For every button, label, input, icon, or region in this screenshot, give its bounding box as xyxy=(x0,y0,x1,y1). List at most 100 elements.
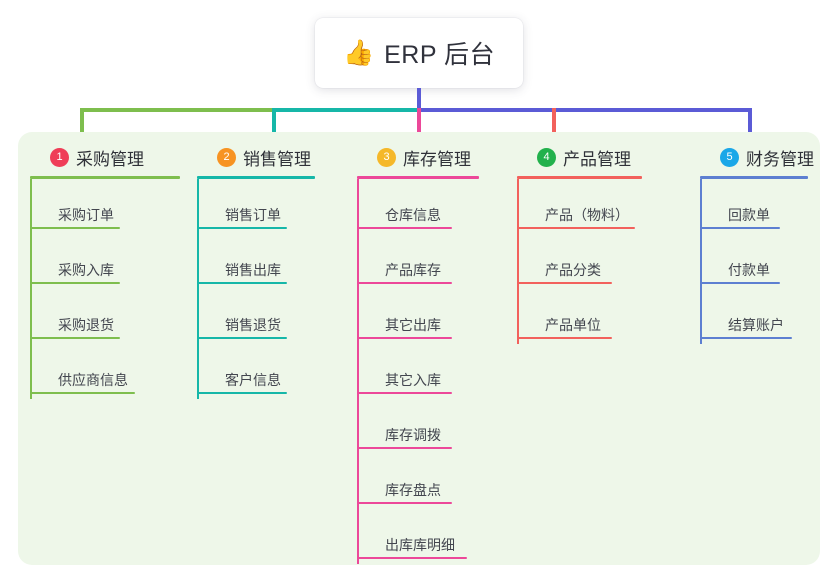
branch-badge-4: 4 xyxy=(537,147,556,167)
branch-item-label: 库存盘点 xyxy=(385,482,441,498)
branch-header-2[interactable]: 2 销售管理 xyxy=(197,144,315,170)
branch-spine-5 xyxy=(700,179,702,344)
branch-item-underline xyxy=(30,227,120,229)
branch-header-3[interactable]: 3 库存管理 xyxy=(357,144,479,170)
branch-item[interactable]: 销售退货 xyxy=(197,289,315,344)
branch-item-label: 产品（物料） xyxy=(545,207,629,223)
branch-item[interactable]: 其它入库 xyxy=(357,344,479,399)
branch-items-4: 产品（物料） 产品分类产品单位 xyxy=(517,179,642,344)
branch-item-underline xyxy=(357,282,452,284)
bus-segment-purple xyxy=(419,108,752,112)
branch-underline-4 xyxy=(517,176,642,179)
root-stem-connector xyxy=(417,88,421,110)
branch-item-label: 产品库存 xyxy=(385,262,441,278)
branch-item[interactable]: 供应商信息 xyxy=(30,344,180,399)
branch-item-label: 产品单位 xyxy=(545,317,601,333)
branch-item[interactable]: 销售出库 xyxy=(197,234,315,289)
branch-item[interactable]: 回款单 xyxy=(700,179,814,234)
branch-column-1: 1 采购管理采购订单采购入库采购退货供应商信息 xyxy=(30,144,180,399)
branch-title-1: 采购管理 xyxy=(76,149,144,169)
branch-item-label: 付款单 xyxy=(728,262,770,278)
branch-item-label: 销售退货 xyxy=(225,317,281,333)
branch-underline-3 xyxy=(357,176,479,179)
branch-item-underline xyxy=(30,337,120,339)
branch-item[interactable]: 其它出库 xyxy=(357,289,479,344)
root-node-content: 👍 ERP 后台 xyxy=(343,35,495,71)
branch-item-label: 采购订单 xyxy=(58,207,114,223)
branch-item[interactable]: 产品库存 xyxy=(357,234,479,289)
branch-item-label: 出库库明细 xyxy=(385,537,455,553)
branch-item[interactable]: 采购退货 xyxy=(30,289,180,344)
branch-column-5: 5 财务管理回款单付款单结算账户 xyxy=(700,144,814,344)
branch-item[interactable]: 产品（物料） xyxy=(517,179,642,234)
bus-segment-green xyxy=(80,108,272,112)
branch-item-label: 其它出库 xyxy=(385,317,441,333)
branch-title-4: 产品管理 xyxy=(563,149,631,169)
branch-item[interactable]: 客户信息 xyxy=(197,344,315,399)
branch-badge-5: 5 xyxy=(720,147,739,167)
branch-badge-3: 3 xyxy=(377,147,396,167)
branch-item-label: 销售订单 xyxy=(225,207,281,223)
branch-item-label: 供应商信息 xyxy=(58,372,128,388)
thumbs-up-icon: 👍 xyxy=(342,38,375,67)
branch-header-4[interactable]: 4 产品管理 xyxy=(517,144,642,170)
branch-item[interactable]: 产品单位 xyxy=(517,289,642,344)
branch-item[interactable]: 结算账户 xyxy=(700,289,814,344)
branch-item-label: 仓库信息 xyxy=(385,207,441,223)
branch-item[interactable]: 采购订单 xyxy=(30,179,180,234)
branch-item-underline xyxy=(197,227,287,229)
branch-item[interactable]: 库存盘点 xyxy=(357,454,479,509)
branch-header-5[interactable]: 5 财务管理 xyxy=(700,144,814,170)
branch-item-label: 销售出库 xyxy=(225,262,281,278)
branch-item-underline xyxy=(700,282,780,284)
branch-header-1[interactable]: 1 采购管理 xyxy=(30,144,180,170)
branch-item-underline xyxy=(197,282,287,284)
branch-item-underline xyxy=(517,227,635,229)
branch-title-5: 财务管理 xyxy=(746,149,814,169)
branch-item-underline xyxy=(357,447,452,449)
branch-spine-1 xyxy=(30,179,32,399)
branch-item-underline xyxy=(357,227,452,229)
branch-item-label: 回款单 xyxy=(728,207,770,223)
branch-badge-1: 1 xyxy=(50,147,69,167)
branch-item-underline xyxy=(197,392,287,394)
branch-item[interactable]: 库存调拨 xyxy=(357,399,479,454)
root-node-title: ERP 后台 xyxy=(384,41,496,69)
branch-item-underline xyxy=(517,337,612,339)
branch-badge-2: 2 xyxy=(217,147,236,167)
branch-underline-2 xyxy=(197,176,315,179)
branch-item[interactable]: 产品分类 xyxy=(517,234,642,289)
branch-items-2: 销售订单销售出库销售退货客户信息 xyxy=(197,179,315,399)
branch-item-underline xyxy=(197,337,287,339)
branch-items-3: 仓库信息产品库存其它出库其它入库库存调拨库存盘点出库库明细 xyxy=(357,179,479,564)
branch-spine-3 xyxy=(357,179,359,564)
branch-item-label: 采购入库 xyxy=(58,262,114,278)
branch-item[interactable]: 销售订单 xyxy=(197,179,315,234)
branch-item-underline xyxy=(357,557,467,559)
root-node-card[interactable]: 👍 ERP 后台 xyxy=(315,18,523,88)
branch-column-3: 3 库存管理仓库信息产品库存其它出库其它入库库存调拨库存盘点出库库明细 xyxy=(357,144,479,564)
branch-underline-5 xyxy=(700,176,808,179)
branch-underline-1 xyxy=(30,176,180,179)
branch-item-label: 产品分类 xyxy=(545,262,601,278)
branch-item[interactable]: 付款单 xyxy=(700,234,814,289)
branch-item[interactable]: 仓库信息 xyxy=(357,179,479,234)
branch-item-label: 其它入库 xyxy=(385,372,441,388)
branch-title-3: 库存管理 xyxy=(403,149,471,169)
branch-item[interactable]: 出库库明细 xyxy=(357,509,479,564)
branch-item-underline xyxy=(357,337,452,339)
branch-item[interactable]: 采购入库 xyxy=(30,234,180,289)
branch-items-1: 采购订单采购入库采购退货供应商信息 xyxy=(30,179,180,399)
branches-panel xyxy=(18,132,820,565)
branch-items-5: 回款单付款单结算账户 xyxy=(700,179,814,344)
branch-item-underline xyxy=(30,282,120,284)
branch-item-underline xyxy=(357,502,452,504)
branch-item-underline xyxy=(517,282,612,284)
bus-segment-teal xyxy=(272,108,419,112)
branch-item-label: 结算账户 xyxy=(728,317,784,333)
branch-item-underline xyxy=(700,337,792,339)
branch-column-4: 4 产品管理产品（物料） 产品分类产品单位 xyxy=(517,144,642,344)
branch-column-2: 2 销售管理销售订单销售出库销售退货客户信息 xyxy=(197,144,315,399)
branch-title-2: 销售管理 xyxy=(243,149,311,169)
